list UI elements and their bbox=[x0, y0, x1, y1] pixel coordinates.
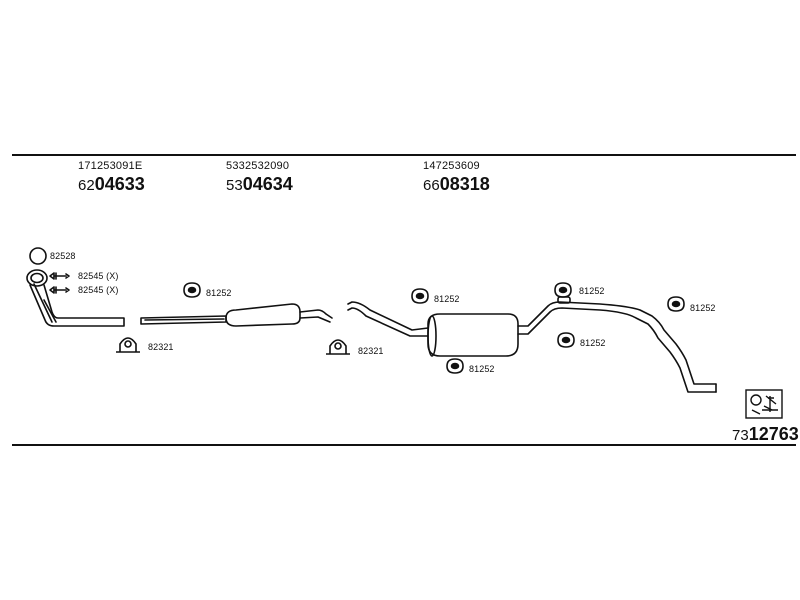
front-pipe-icon bbox=[29, 284, 125, 327]
kit-part-number: 7312763 bbox=[732, 424, 799, 445]
oem-number-front-pipe: 171253091E bbox=[78, 160, 143, 172]
label-hanger: 81252 bbox=[206, 288, 232, 298]
rear-inlet-pipe-icon bbox=[347, 301, 429, 331]
rubber-hanger-icon bbox=[183, 282, 201, 298]
part-main: 04633 bbox=[94, 174, 145, 194]
front-flange-icon bbox=[26, 269, 48, 287]
label-hanger: 81252 bbox=[580, 338, 606, 348]
part-main: 04634 bbox=[242, 174, 293, 194]
label-clamp: 82321 bbox=[358, 346, 384, 356]
kit-main: 12763 bbox=[748, 424, 799, 444]
part-prefix: 66 bbox=[423, 177, 440, 194]
kit-prefix: 73 bbox=[732, 427, 749, 444]
rubber-hanger-icon bbox=[446, 358, 464, 374]
rubber-hanger-icon bbox=[557, 332, 575, 348]
middle-silencer-icon bbox=[225, 303, 301, 327]
part-number-middle-silencer: 5304634 bbox=[226, 174, 293, 195]
label-hanger: 81252 bbox=[579, 286, 605, 296]
rubber-hanger-icon bbox=[557, 296, 571, 304]
rubber-hanger-icon bbox=[667, 296, 685, 312]
clamp-icon bbox=[326, 339, 350, 355]
label-sealing-ring: 82528 bbox=[50, 251, 76, 261]
top-rule bbox=[12, 154, 796, 156]
rubber-hanger-icon bbox=[411, 288, 429, 304]
clamp-icon bbox=[116, 337, 140, 353]
oem-number-rear-silencer: 147253609 bbox=[423, 160, 480, 172]
sealing-ring-icon bbox=[29, 247, 47, 265]
oem-number-middle-silencer: 5332532090 bbox=[226, 160, 290, 172]
bolt-icon bbox=[49, 286, 70, 294]
part-number-rear-silencer: 6608318 bbox=[423, 174, 490, 195]
label-bolt: 82545 (X) bbox=[78, 285, 119, 295]
part-prefix: 53 bbox=[226, 177, 243, 194]
label-hanger: 81252 bbox=[434, 294, 460, 304]
rear-silencer-icon bbox=[427, 313, 519, 357]
bottom-rule bbox=[12, 444, 796, 446]
label-bolt: 82545 (X) bbox=[78, 271, 119, 281]
bolt-icon bbox=[49, 272, 70, 280]
label-clamp: 82321 bbox=[148, 342, 174, 352]
mounting-kit-icon bbox=[745, 389, 783, 419]
label-hanger: 81252 bbox=[469, 364, 495, 374]
part-prefix: 62 bbox=[78, 177, 95, 194]
part-number-front-pipe: 6204633 bbox=[78, 174, 145, 195]
part-main: 08318 bbox=[439, 174, 490, 194]
rubber-hanger-icon bbox=[554, 282, 572, 298]
label-hanger: 81252 bbox=[690, 303, 716, 313]
